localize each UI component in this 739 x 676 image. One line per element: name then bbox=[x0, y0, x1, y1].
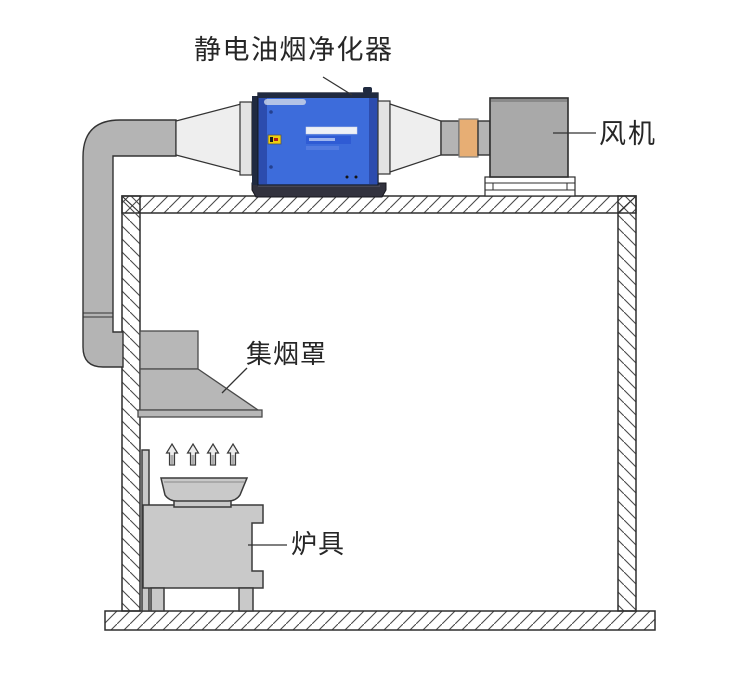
purifier-unit bbox=[251, 87, 387, 198]
purifier-left-side bbox=[252, 96, 258, 185]
stove-label: 炉具 bbox=[291, 529, 346, 559]
duct-stub bbox=[477, 120, 491, 156]
airflow-arrow-shaft bbox=[211, 455, 215, 464]
airflow-arrow-shaft bbox=[170, 455, 174, 464]
wall-corner-miter-left bbox=[122, 196, 141, 214]
airflow-arrow-icon bbox=[165, 442, 179, 466]
purifier-top-knob bbox=[363, 87, 372, 93]
hood-rim bbox=[137, 409, 263, 418]
duct-to-fan bbox=[377, 100, 491, 175]
exhaust-duct-left bbox=[82, 101, 253, 368]
stove-leg bbox=[238, 587, 254, 612]
airflow-arrow-icon bbox=[226, 442, 240, 466]
flexible-canvas-connector bbox=[458, 118, 479, 158]
fan-label: 风机 bbox=[599, 119, 657, 149]
hood-label: 集烟罩 bbox=[246, 339, 328, 369]
stove-leg bbox=[150, 587, 165, 612]
nameplate-text-dashes bbox=[309, 138, 335, 141]
hood bbox=[137, 330, 263, 418]
panel-screw-icon bbox=[269, 110, 273, 114]
warning-mark bbox=[274, 138, 278, 141]
panel-screw-icon bbox=[345, 175, 349, 179]
inlet-transition-cone bbox=[175, 103, 242, 173]
brand-logo-strip bbox=[264, 99, 306, 105]
leader-lines bbox=[221, 76, 596, 546]
airflow-arrows bbox=[165, 442, 240, 466]
room-floor bbox=[104, 610, 656, 631]
panel-screw-icon bbox=[354, 175, 358, 179]
purifier-door-hinge-strip bbox=[259, 98, 267, 184]
hood-duct-box bbox=[139, 330, 199, 370]
airflow-arrow-shaft bbox=[231, 455, 235, 464]
airflow-arrow-icon bbox=[206, 442, 220, 466]
room-top-wall bbox=[121, 195, 637, 214]
airflow-arrow-shaft bbox=[191, 455, 195, 464]
hood-leader-line bbox=[221, 367, 248, 394]
room-right-wall bbox=[617, 195, 637, 612]
purifier-leader-line bbox=[322, 76, 353, 96]
duct-stub bbox=[440, 120, 460, 156]
wok-pan bbox=[160, 477, 249, 502]
nameplate-subline bbox=[306, 146, 339, 150]
stove-body bbox=[142, 504, 264, 589]
purifier-label: 静电油烟净化器 bbox=[194, 35, 394, 65]
duct-elbow-pipe bbox=[82, 119, 177, 368]
airflow-arrow-icon bbox=[186, 442, 200, 466]
warning-mark bbox=[270, 137, 273, 142]
wall-corner-miter-right bbox=[617, 196, 636, 214]
outlet-transition-cone bbox=[389, 103, 442, 173]
purifier-right-edge-strip bbox=[369, 98, 377, 184]
room-left-wall bbox=[121, 195, 141, 612]
fan-housing bbox=[489, 97, 569, 178]
purifier-base-tray bbox=[251, 182, 387, 198]
stove bbox=[141, 449, 264, 612]
outlet-flange bbox=[377, 100, 391, 175]
nameplate-white-label bbox=[305, 126, 358, 135]
inlet-flange bbox=[239, 101, 253, 176]
fan-mounting-stand bbox=[484, 176, 576, 197]
panel-screw-icon bbox=[269, 165, 273, 169]
purifier-top-strip bbox=[258, 93, 378, 98]
fan-housing-top-shade bbox=[491, 99, 567, 102]
fan-unit bbox=[484, 97, 576, 197]
